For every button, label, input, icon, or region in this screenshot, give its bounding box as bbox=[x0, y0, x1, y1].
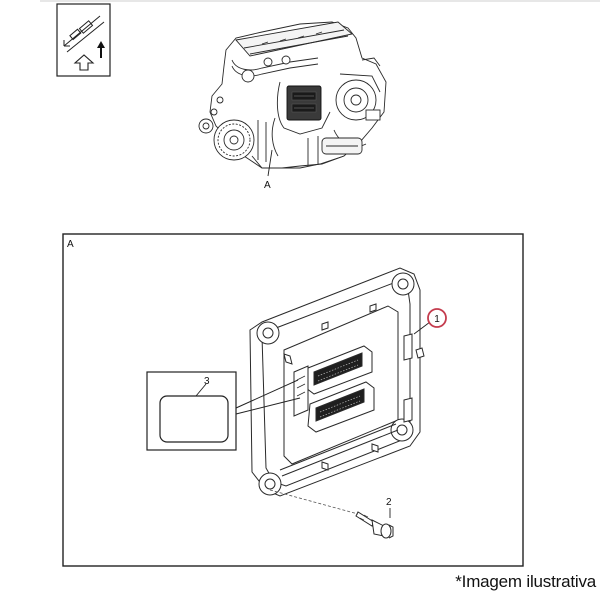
ecu-studs bbox=[283, 303, 425, 471]
detail-frame-label: A bbox=[67, 239, 74, 250]
orientation-icon bbox=[56, 3, 111, 77]
callout-1-label: 1 bbox=[434, 314, 440, 325]
callout-1: 1 bbox=[413, 308, 447, 335]
bolt-part bbox=[355, 511, 394, 539]
callout-1-highlight-ring bbox=[427, 308, 447, 328]
engine-callout-leader bbox=[267, 149, 273, 177]
callout-2-label: 2 bbox=[386, 497, 392, 508]
ecu-connector-lower bbox=[307, 381, 375, 433]
detail-frame bbox=[62, 233, 524, 567]
callout-3-pointer bbox=[195, 383, 207, 397]
callout-3-label: 3 bbox=[204, 376, 210, 387]
callout-3-leader-bottom bbox=[235, 397, 301, 415]
engine-ecu-module bbox=[286, 85, 322, 121]
callout-3-inset: 3 bbox=[146, 371, 301, 451]
ecu-label-plate bbox=[293, 365, 309, 417]
engine-illustration bbox=[198, 21, 387, 169]
engine-callout-a: A bbox=[264, 180, 271, 191]
ecu-detail bbox=[249, 267, 425, 497]
callout-1-leader bbox=[413, 321, 431, 335]
bolt-assembly-path bbox=[269, 489, 359, 515]
ecu-connector-upper bbox=[305, 345, 373, 395]
engine-pulley bbox=[198, 118, 255, 161]
illustrative-image-caption: *Imagem ilustrativa bbox=[455, 572, 596, 591]
callout-3-leader-top bbox=[235, 379, 299, 409]
